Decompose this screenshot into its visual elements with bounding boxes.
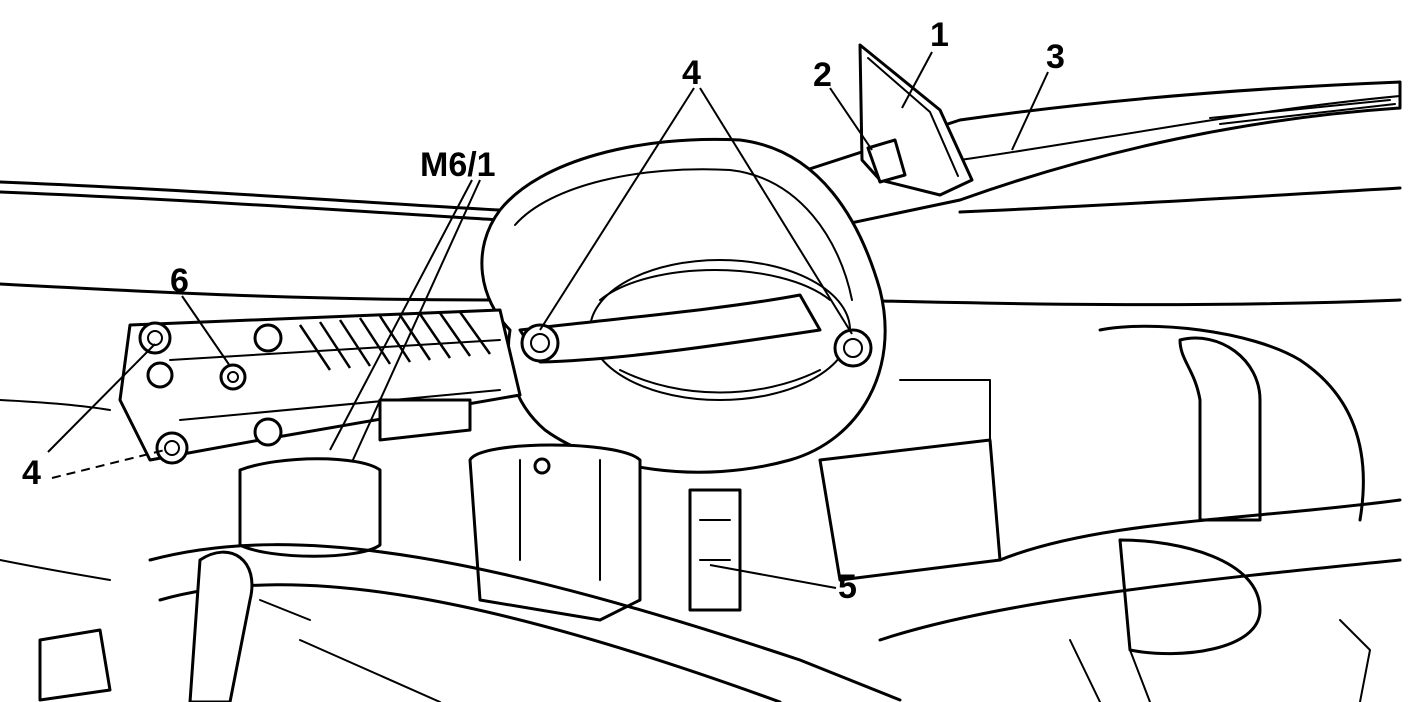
callout-4-top: 4	[682, 54, 701, 92]
callout-2: 2	[813, 56, 832, 94]
bolt-4-upper-right	[833, 328, 873, 368]
bolt-4-upper-left	[520, 323, 560, 363]
callout-6: 6	[170, 262, 189, 300]
hoses	[878, 324, 1402, 656]
bolt-4-left-lower	[155, 431, 189, 465]
callout-1: 1	[930, 16, 949, 54]
wiper-cap	[858, 43, 974, 197]
callout-5: 5	[838, 568, 857, 606]
leader-lines	[47, 51, 1049, 589]
bolt-4-left-upper	[138, 321, 172, 355]
callout-3: 3	[1046, 38, 1065, 76]
callout-4-left: 4	[22, 454, 41, 492]
wiper-motor-housing	[480, 137, 887, 474]
callout-m6-1: M6/1	[420, 146, 496, 184]
lower-tubes	[38, 543, 1371, 702]
shaft-6	[219, 363, 247, 391]
callout-labels: 1 2 3 4 4 5 6 M6/1	[22, 16, 1065, 606]
cowl-panel	[0, 180, 1402, 581]
mounting-bolts	[138, 321, 873, 475]
